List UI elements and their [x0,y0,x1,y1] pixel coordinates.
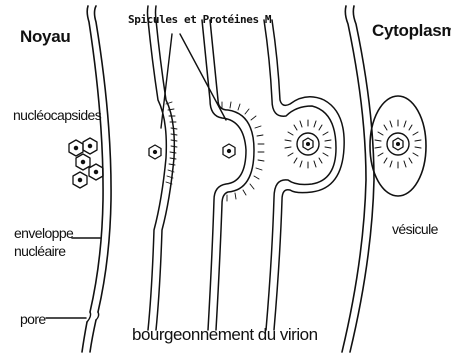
nucleocapsides-cluster [69,138,103,188]
nucleocapsid-icon [76,154,90,170]
nucleocapsid-icon [73,172,87,188]
pore-gap [87,312,99,322]
nucleocapsid-icon [303,138,313,150]
nucleocapsid-icon [223,144,235,158]
membrane-stage-3 [264,20,344,330]
membrane-stage-2 [202,20,254,330]
cytoplasmic-membrane [342,6,374,352]
nucleocapsid-icon [83,138,97,154]
nucleocapsid-icon [69,140,83,156]
nucleocapsid-icon [149,145,161,159]
membrane-stage-1 [148,6,175,330]
nucleocapsid-icon [393,138,403,150]
nucleocapsid-icon [89,164,103,180]
